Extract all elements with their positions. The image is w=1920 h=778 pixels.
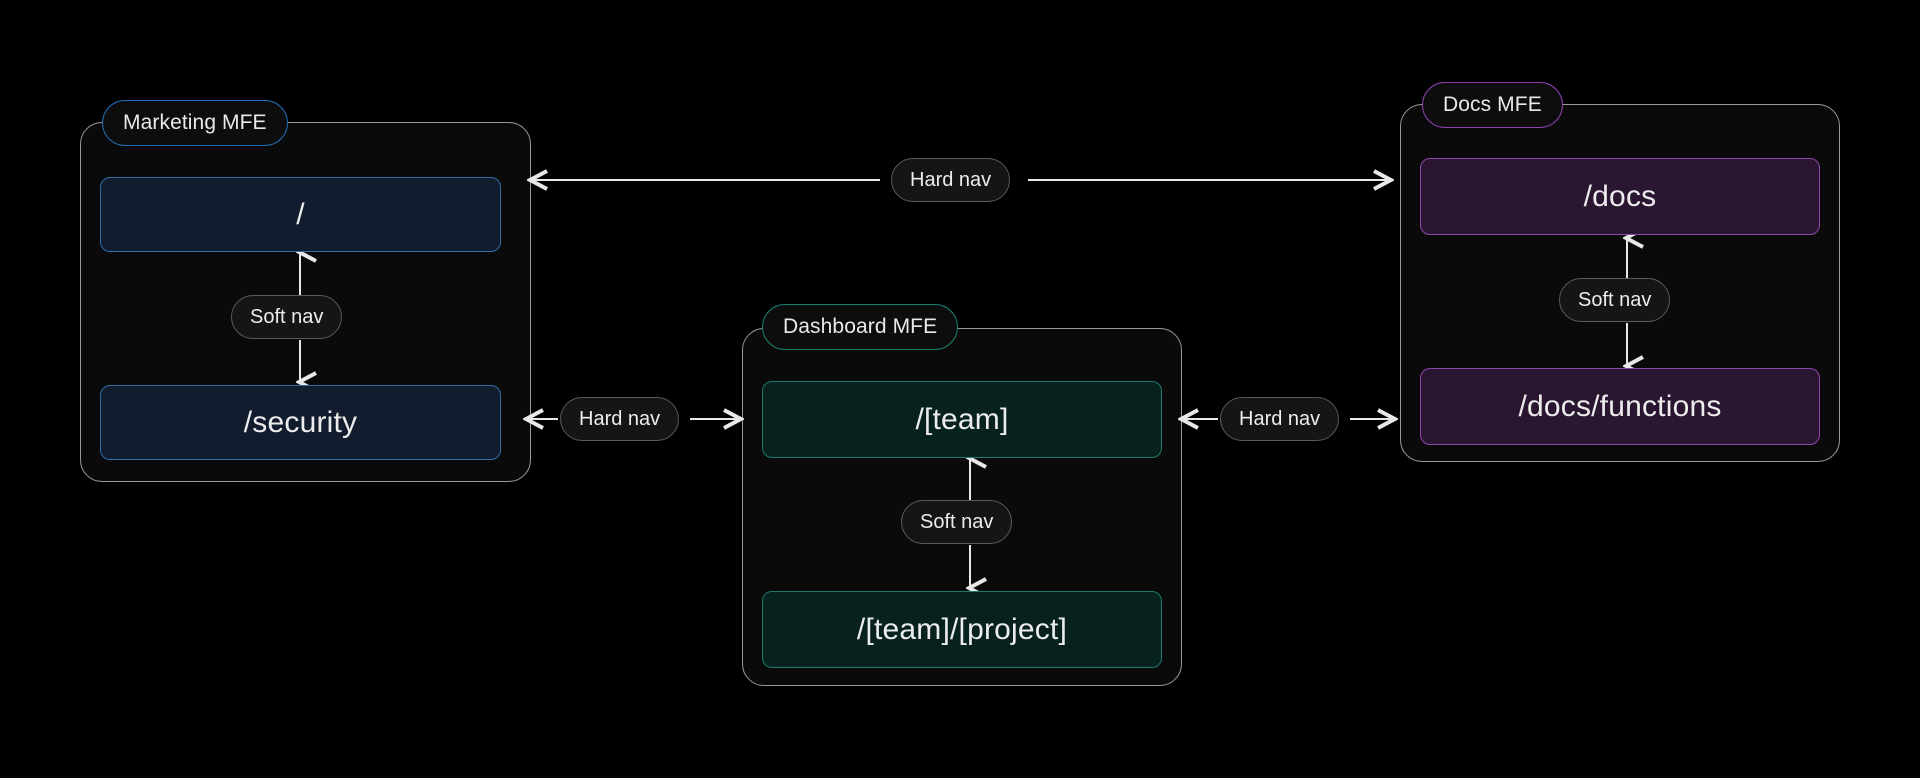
hard-nav-pill-marketing-dashboard[interactable]: Hard nav — [560, 397, 680, 441]
mfe-title-docs[interactable]: Docs MFE — [1422, 82, 1563, 128]
hard-nav-pill-dashboard-docs[interactable]: Hard nav — [1220, 397, 1340, 441]
soft-nav-pill-docs[interactable]: Soft nav — [1559, 278, 1671, 322]
mfe-title-dashboard[interactable]: Dashboard MFE — [762, 304, 959, 350]
soft-nav-pill-dashboard[interactable]: Soft nav — [901, 500, 1013, 544]
soft-nav-pill-marketing[interactable]: Soft nav — [231, 295, 343, 339]
hard-nav-pill-marketing-docs[interactable]: Hard nav — [891, 158, 1011, 202]
route-box-dashboard-team-project[interactable]: /[team]/[project] — [762, 591, 1162, 668]
route-box-docs[interactable]: /docs — [1420, 158, 1820, 235]
route-box-marketing-security[interactable]: /security — [100, 385, 501, 460]
route-box-docs-functions[interactable]: /docs/functions — [1420, 368, 1820, 445]
mfe-title-marketing[interactable]: Marketing MFE — [102, 100, 288, 146]
route-box-dashboard-team[interactable]: /[team] — [762, 381, 1162, 458]
route-box-marketing-root[interactable]: / — [100, 177, 501, 252]
